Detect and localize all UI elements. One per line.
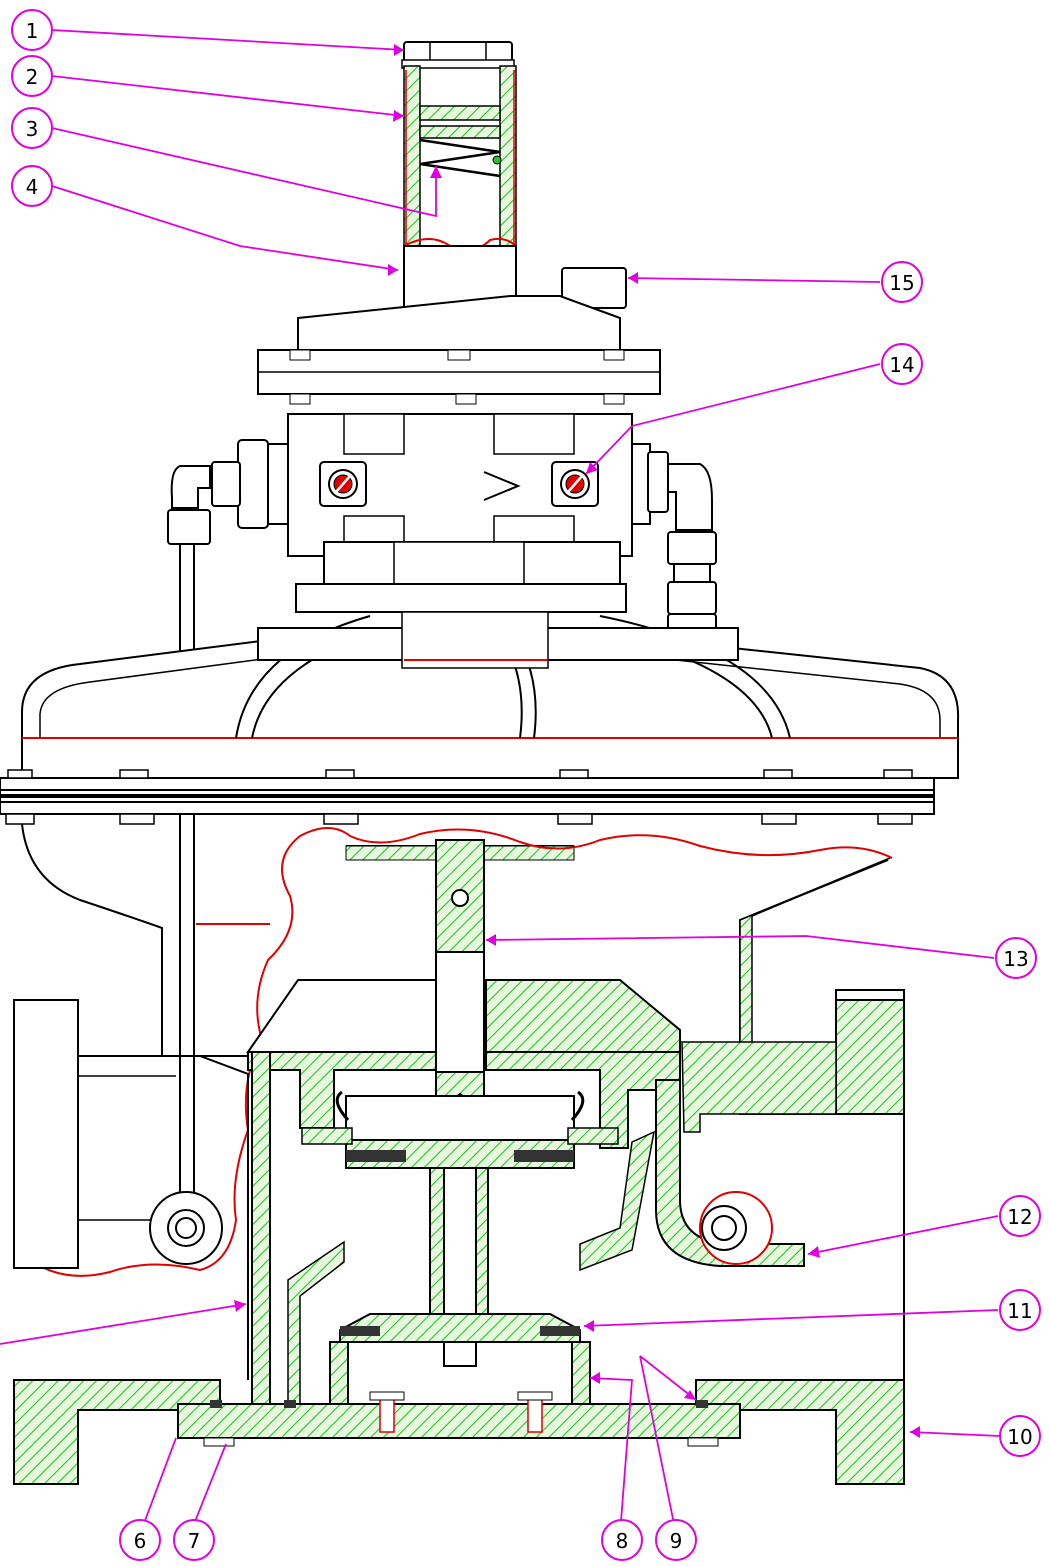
leader-lines xyxy=(0,29,1001,1535)
callout-1: 1 xyxy=(11,9,53,51)
diaphragm-plate xyxy=(301,1090,619,1169)
callout-13: 13 xyxy=(995,937,1037,979)
callout-2: 2 xyxy=(11,55,53,97)
fittings-right xyxy=(631,443,717,643)
callout-12-label: 12 xyxy=(1007,1205,1032,1229)
fittings-left xyxy=(167,439,289,545)
callout-9-label: 9 xyxy=(670,1529,683,1553)
callout-2-label: 2 xyxy=(26,65,39,89)
callout-11: 11 xyxy=(999,1289,1041,1331)
callout-15-label: 15 xyxy=(889,271,914,295)
sense-tube xyxy=(179,543,195,1225)
bottom-cover xyxy=(177,1391,741,1447)
pilot-body xyxy=(257,295,661,613)
leader-arrowheads xyxy=(234,44,920,1438)
diaphragm-flange xyxy=(0,769,935,825)
callout-4-label: 4 xyxy=(26,175,39,199)
callout-10-label: 10 xyxy=(1007,1425,1032,1449)
callout-14-label: 14 xyxy=(889,353,914,377)
callout-15: 15 xyxy=(881,261,923,303)
callout-3: 3 xyxy=(11,107,53,149)
callout-10: 10 xyxy=(999,1415,1041,1457)
liner-cage xyxy=(251,1051,656,1405)
callout-8: 8 xyxy=(601,1519,643,1561)
pilot-cap-nut xyxy=(401,41,515,69)
callout-11-label: 11 xyxy=(1007,1299,1032,1323)
callout-3-label: 3 xyxy=(26,117,39,141)
actuator-upper-cover xyxy=(21,611,960,779)
callout-6-label: 6 xyxy=(134,1529,147,1553)
callout-4: 4 xyxy=(11,165,53,207)
pilot-spring-housing xyxy=(403,65,517,311)
callout-8-label: 8 xyxy=(616,1529,629,1553)
callout-7: 7 xyxy=(173,1519,215,1561)
callout-7-label: 7 xyxy=(188,1529,201,1553)
sense-tube-end xyxy=(149,1191,223,1265)
callout-9: 9 xyxy=(655,1519,697,1561)
callout-13-label: 13 xyxy=(1003,947,1028,971)
callout-14: 14 xyxy=(881,343,923,385)
screw-left xyxy=(319,461,367,507)
callout-12: 12 xyxy=(999,1195,1041,1237)
callout-6: 6 xyxy=(119,1519,161,1561)
inlet-flange xyxy=(13,999,249,1485)
internal-tube-right xyxy=(655,1079,805,1267)
callout-1-label: 1 xyxy=(26,19,39,43)
outlet-flange xyxy=(681,999,905,1485)
